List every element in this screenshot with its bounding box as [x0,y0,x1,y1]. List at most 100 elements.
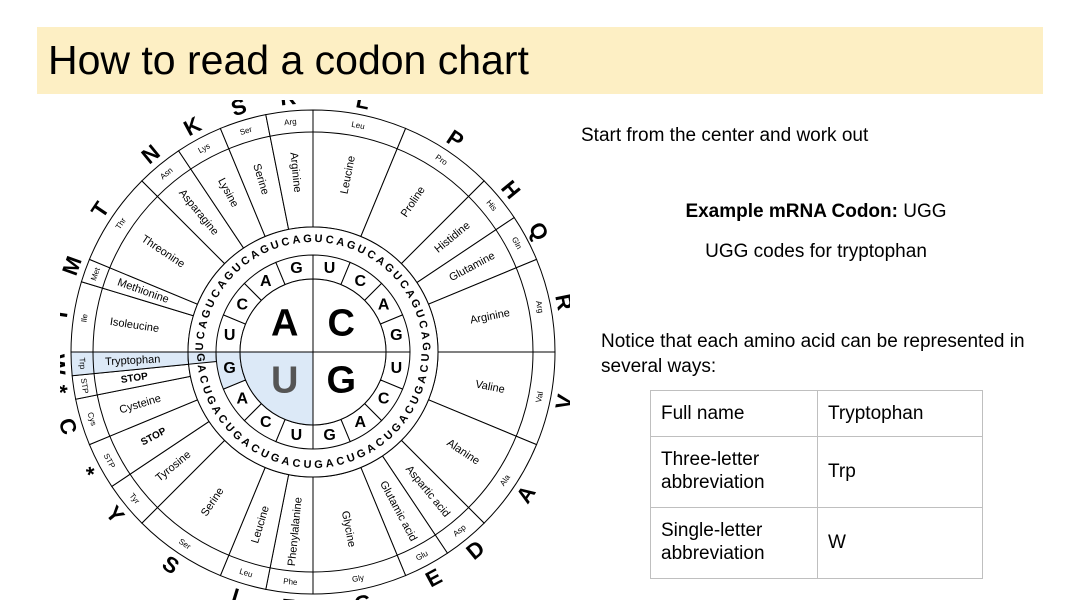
third-base-label: C [418,364,431,374]
codon-wheel: PhenylalaninePheFLeucineLeuLSerineSerSTy… [60,100,570,600]
abbr-ring [92,131,534,573]
amino-acid-letter: G [352,589,374,600]
amino-acid-letter: S [228,100,249,121]
third-base-label: G [194,353,206,362]
table-row: Three-letter abbreviation Trp [650,436,983,508]
intro-text: Start from the center and work out [581,125,869,146]
third-base-label: A [335,236,346,250]
codes-text: UGG codes for tryptophan [705,241,927,262]
third-base-label: U [194,342,206,351]
table-cell-value: W [817,507,983,579]
amino-acid-name: Arginine [287,152,303,193]
third-base-label: U [420,353,432,362]
third-base-label: C [197,374,211,385]
amino-acid-letter: C [60,415,82,438]
third-base-label: G [412,384,426,396]
page-title: How to read a codon chart [48,37,529,83]
amino-acid-letter: F [280,594,296,600]
third-base-label: C [416,319,430,330]
first-base-label: G [327,359,357,401]
first-base-label: C [328,303,355,345]
amino-acid-abbr: Leu [351,120,366,131]
amino-acid-abbr: Cys [86,411,99,427]
amino-acid-letter: E [421,563,446,592]
second-base-label: C [237,296,249,313]
second-base-label: G [323,427,335,444]
second-base-label: A [354,414,366,431]
second-base-label: C [354,273,366,290]
second-base-label: A [378,296,390,313]
amino-acid-letter: R [279,100,297,110]
third-base-label: C [335,455,346,469]
title-bar: How to read a codon chart [37,27,1043,94]
table-row: Single-letter abbreviation W [650,507,983,579]
amino-acid-letter: R [550,292,570,313]
first-base-quadrant [239,351,314,426]
second-base-label: G [290,260,302,277]
third-base-label: G [314,459,323,471]
first-base-quadrant [312,278,387,353]
example-codon-line: Example mRNA Codon: UGG [581,200,1051,225]
third-base-label: U [314,233,323,245]
second-base-label: G [223,360,235,377]
amino-acid-letter: W [60,354,70,376]
amino-acid-letter: I [60,310,73,320]
second-base-label: U [391,360,403,377]
table-cell-label: Three-letter abbreviation [650,436,818,508]
third-base-label: G [303,233,312,245]
second-base-label: C [260,414,272,431]
table-cell-value: Trp [817,436,983,508]
second-base-label: A [260,273,272,290]
amino-acid-letter: K [179,111,205,141]
amino-acid-letter: L [229,583,249,600]
first-base-label: U [271,359,298,401]
amino-acid-abbr: STP [79,378,90,395]
amino-acid-letter: * [60,383,73,396]
amino-acid-abbr: Arg [534,300,545,314]
first-base-quadrant [239,278,314,353]
amino-acid-table: Full name Tryptophan Three-letter abbrev… [650,390,983,579]
third-base-label: A [325,457,335,470]
second-base-label: U [224,327,236,344]
table-row: Full name Tryptophan [650,390,983,437]
amino-acid-abbr: Val [534,391,545,404]
third-base-label: G [420,342,432,351]
example-label: Example mRNA Codon: [685,201,898,222]
amino-acid-abbr: Phe [283,577,299,587]
table-cell-label: Full name [650,390,818,437]
second-base-label: U [324,260,336,277]
amino-acid-abbr: Leu [238,567,253,579]
third-base-label: U [269,239,281,253]
amino-acid-name: Valine [474,378,506,396]
notice-text: Notice that each amino acid can be repre… [601,331,1025,377]
third-base-label: A [416,374,430,385]
amino-acid-abbr: Ile [79,313,89,323]
third-base-label: G [200,308,214,320]
third-base-label: C [292,457,302,470]
third-base-label: A [280,455,291,469]
amino-acid-letter: M [60,253,87,279]
third-base-label: A [418,331,431,341]
third-base-label: C [325,234,335,247]
table-cell-label: Single-letter abbreviation [650,507,818,579]
amino-acid-letter: * [74,463,100,483]
amino-acid-letter: V [550,392,570,412]
amino-acid-letter: T [86,197,115,223]
table-cell-value: Tryptophan [817,390,983,437]
second-base-label: G [390,327,402,344]
third-base-label: C [280,236,291,250]
amino-acid-letter: L [354,100,372,114]
third-base-label: A [195,364,208,374]
amino-acid-name: Tryptophan [105,354,161,369]
amino-acid-abbr: Met [89,266,102,282]
amino-acid-name: STOP [120,371,149,386]
amino-acid-abbr: Trp [77,357,87,370]
amino-acid-abbr: Gly [351,573,365,584]
second-base-label: A [237,391,249,408]
first-base-quadrant [312,351,387,426]
amino-acid-abbr: Ser [239,125,254,137]
third-base-label: C [195,331,208,341]
third-base-label: U [345,451,357,465]
first-base-label: A [271,303,298,345]
amino-acid-abbr: Arg [284,117,297,127]
